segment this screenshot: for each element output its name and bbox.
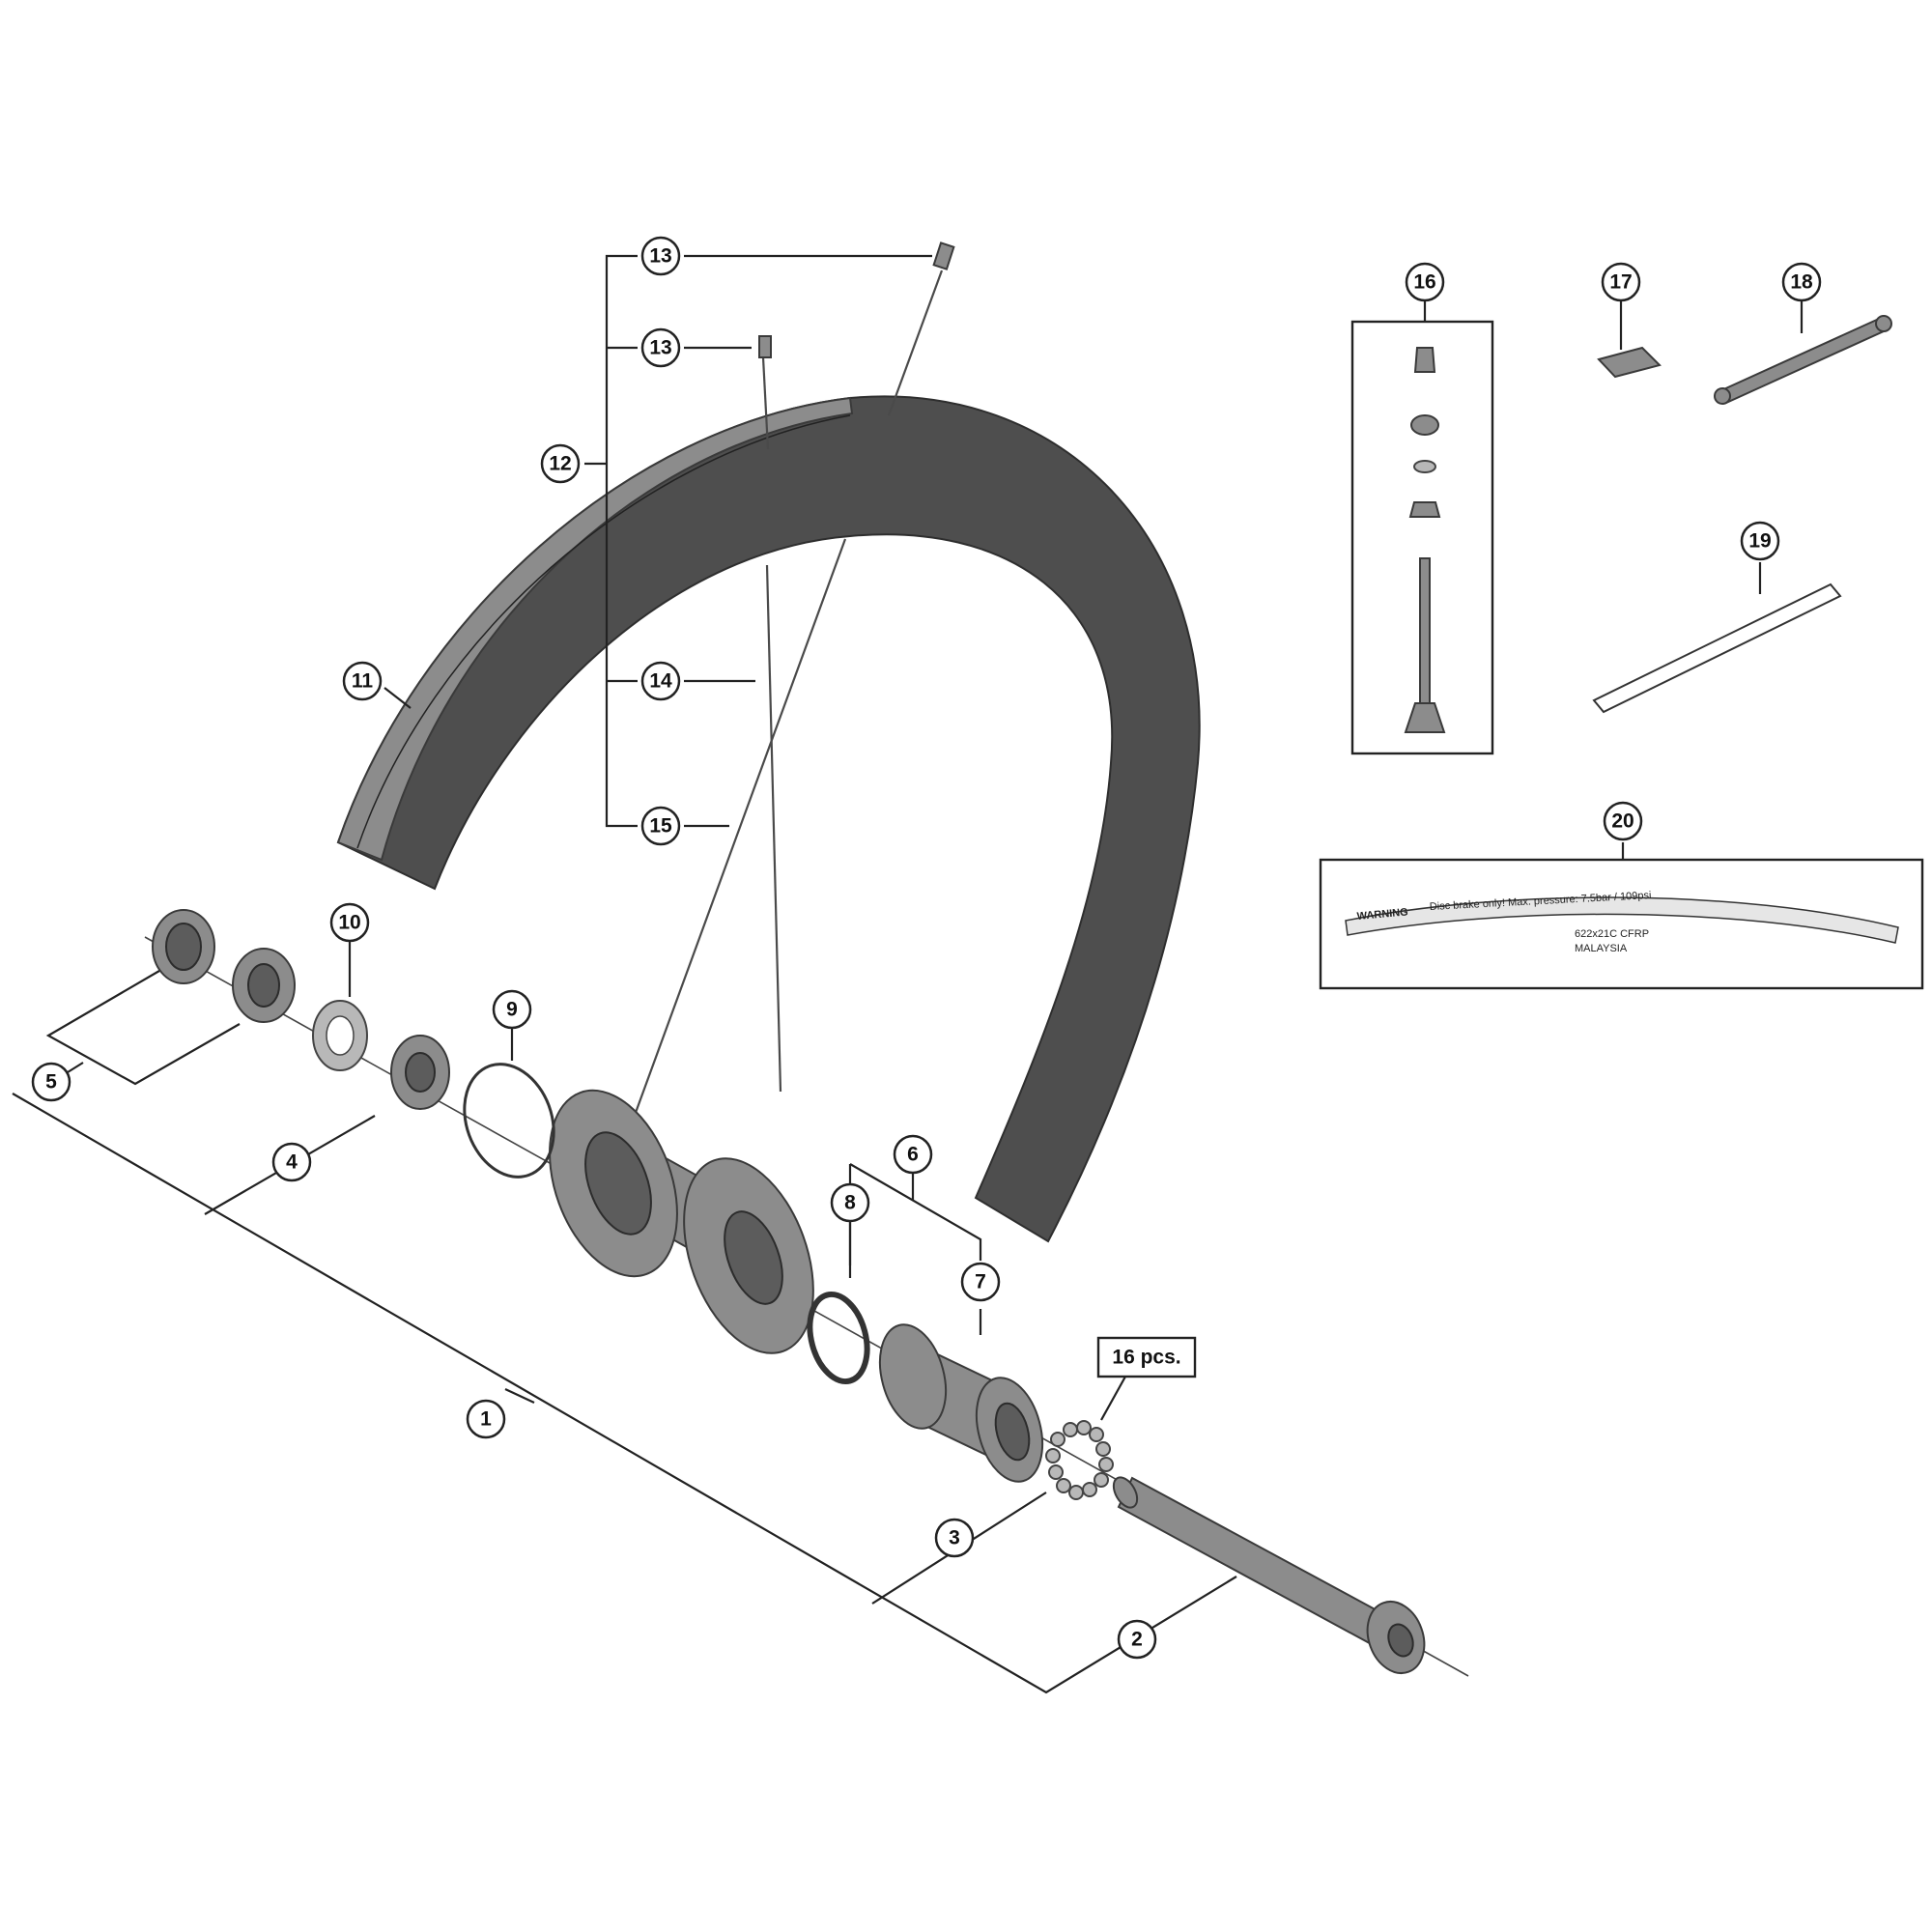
rim-decal: WARNING Disc brake only! Max. pressure: … xyxy=(1345,890,1899,954)
valve-stem xyxy=(1419,557,1431,704)
ball xyxy=(1098,1457,1114,1472)
freehub-parts xyxy=(807,1291,1044,1483)
callout-15: 15 xyxy=(640,806,681,846)
decal-box xyxy=(1319,858,1924,990)
nipples xyxy=(758,242,955,358)
callout-12: 12 xyxy=(540,443,581,484)
callout-1: 1 xyxy=(466,1399,506,1439)
callout-11-number: 11 xyxy=(352,670,374,693)
valve-parts-box xyxy=(1350,320,1494,755)
callout-19: 19 xyxy=(1740,521,1780,561)
decal-line3-text: MALAYSIA xyxy=(1575,943,1628,954)
spoke-upper xyxy=(887,270,944,416)
quantity-note-text: 16 pcs. xyxy=(1112,1347,1180,1369)
rim-body xyxy=(336,395,1201,1243)
callout-2-number: 2 xyxy=(1131,1629,1143,1651)
ball xyxy=(1082,1482,1097,1497)
hub-body xyxy=(144,936,1469,1677)
ball xyxy=(1050,1432,1065,1447)
callout-17-number: 17 xyxy=(1609,271,1632,294)
spoke-14 xyxy=(765,564,782,1093)
callout-16: 16 xyxy=(1405,262,1445,302)
callout-14-number: 14 xyxy=(649,670,672,693)
callout-5: 5 xyxy=(31,1062,71,1102)
callout-9-number: 9 xyxy=(506,999,518,1021)
spoke-wrench-18 xyxy=(1714,315,1892,405)
valve-washer xyxy=(1413,460,1436,473)
spoke-15 xyxy=(631,538,847,1122)
callout-20: 20 xyxy=(1603,801,1643,841)
valve-cap xyxy=(1413,347,1436,373)
callout-14: 14 xyxy=(640,661,681,701)
callout-3: 3 xyxy=(934,1518,975,1558)
rim-tape-19 xyxy=(1592,582,1842,714)
spoke-upper-2 xyxy=(761,356,770,450)
ball xyxy=(1048,1464,1064,1480)
nipple-lower xyxy=(758,335,772,358)
callout-9: 9 xyxy=(492,989,532,1030)
callout-19-number: 19 xyxy=(1748,530,1771,553)
ball xyxy=(1063,1422,1078,1437)
callout-10-number: 10 xyxy=(338,912,360,934)
callout-13b: 13 xyxy=(640,327,681,368)
decal-warning-text: WARNING xyxy=(1356,906,1408,923)
callout-13a: 13 xyxy=(640,236,681,276)
callout-8-number: 8 xyxy=(844,1192,856,1214)
ball xyxy=(1094,1472,1109,1488)
ball xyxy=(1056,1478,1071,1493)
callout-6: 6 xyxy=(893,1134,933,1175)
callout-16-number: 16 xyxy=(1413,271,1435,294)
callout-3-number: 3 xyxy=(949,1527,960,1549)
callout-4: 4 xyxy=(271,1142,312,1182)
leader-lines xyxy=(12,254,1804,1694)
axle xyxy=(1112,1476,1426,1674)
callout-8: 8 xyxy=(830,1182,870,1223)
callout-18-number: 18 xyxy=(1790,271,1813,294)
left-side-parts xyxy=(152,909,555,1179)
nipple-upper xyxy=(932,242,955,270)
callout-2: 2 xyxy=(1117,1619,1157,1660)
ball xyxy=(1089,1427,1104,1442)
decal-line2-text: 622x21C CFRP xyxy=(1575,928,1649,940)
valve-nut xyxy=(1410,414,1439,436)
part-17 xyxy=(1597,346,1662,379)
valve-base xyxy=(1404,702,1446,733)
callout-6-number: 6 xyxy=(907,1144,919,1166)
ball xyxy=(1076,1420,1092,1435)
callout-4-number: 4 xyxy=(286,1151,298,1174)
axle-shaft xyxy=(1117,1476,1393,1649)
callout-13b-number: 13 xyxy=(649,337,671,359)
rim-tape xyxy=(1592,582,1842,714)
valve-parts xyxy=(1404,347,1446,733)
bearing-balls xyxy=(1045,1420,1114,1500)
callout-10: 10 xyxy=(329,902,370,943)
callout-7: 7 xyxy=(960,1262,1001,1302)
valve-spacer-17 xyxy=(1597,346,1662,379)
rim xyxy=(336,395,1201,1243)
decal-strip xyxy=(1345,896,1899,944)
callout-7-number: 7 xyxy=(975,1271,986,1293)
spacer-ring-8 xyxy=(807,1291,870,1385)
quantity-note-16-pcs: 16 pcs. xyxy=(1096,1336,1197,1378)
callout-18: 18 xyxy=(1781,262,1822,302)
callout-1-number: 1 xyxy=(480,1408,492,1431)
ball xyxy=(1045,1448,1061,1463)
retainer-ring-9 xyxy=(463,1063,555,1179)
callout-17: 17 xyxy=(1601,262,1641,302)
rim-braking-surface xyxy=(336,396,854,862)
callout-12-number: 12 xyxy=(549,453,571,475)
callout-20-number: 20 xyxy=(1611,810,1634,833)
spokes xyxy=(631,270,944,1122)
valve-grommet xyxy=(1408,501,1441,518)
callout-5-number: 5 xyxy=(45,1071,57,1094)
ball xyxy=(1095,1441,1111,1457)
ball xyxy=(1068,1485,1084,1500)
callout-11: 11 xyxy=(342,661,383,701)
callout-15-number: 15 xyxy=(649,815,672,838)
callout-13a-number: 13 xyxy=(649,245,671,268)
